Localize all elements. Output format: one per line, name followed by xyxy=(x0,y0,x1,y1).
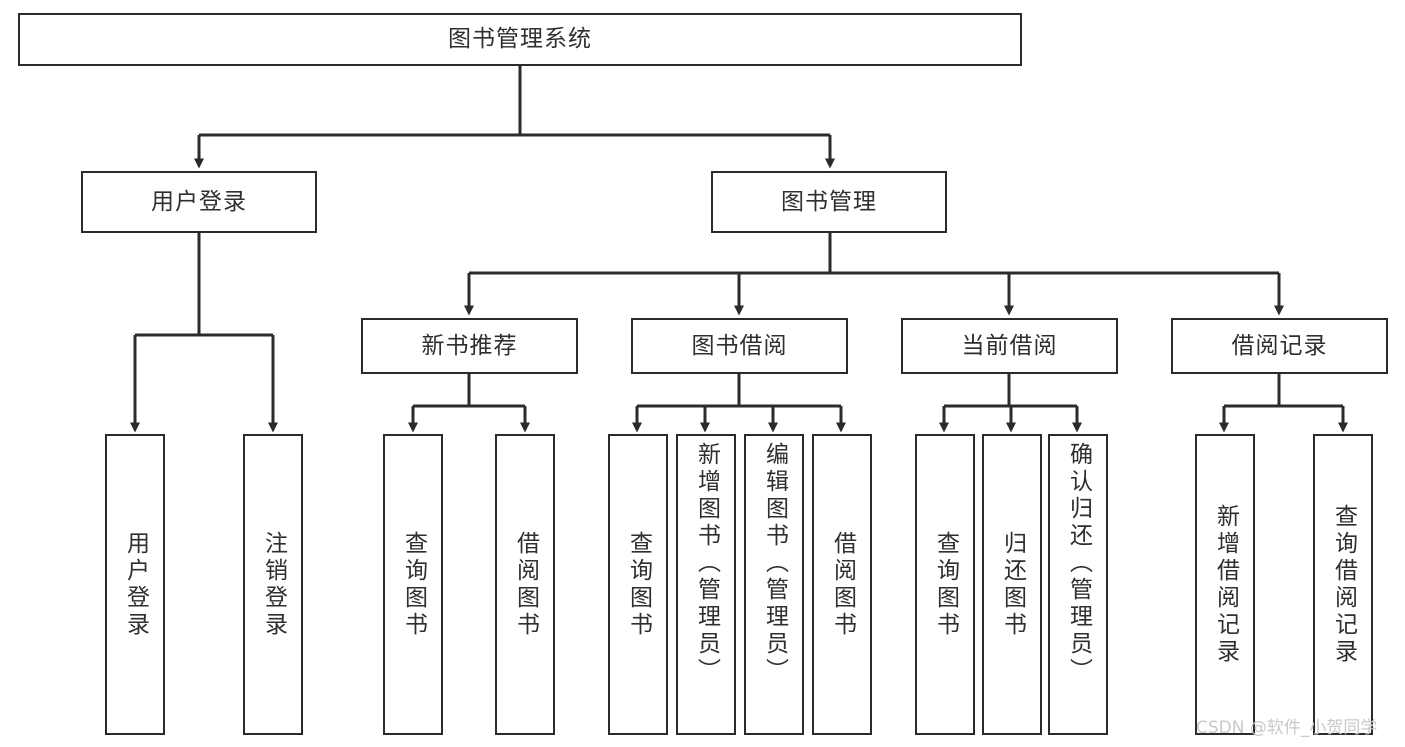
leaf-record-query-record[interactable]: 查询借阅记录 xyxy=(1313,434,1373,735)
node-book-management[interactable]: 图书管理 xyxy=(711,171,947,233)
node-label: 图书管理 xyxy=(781,188,877,215)
leaf-current-return-book[interactable]: 归还图书 xyxy=(982,434,1042,735)
node-label: 图书借阅 xyxy=(691,332,788,359)
leaf-user-login[interactable]: 用户登录 xyxy=(105,434,165,735)
node-label: 借阅图书 xyxy=(829,530,856,639)
node-label: 图书管理系统 xyxy=(448,26,592,53)
node-label: 编辑图书（管理员） xyxy=(761,442,788,685)
leaf-user-logout[interactable]: 注销登录 xyxy=(243,434,303,735)
leaf-borrow-edit-book-admin[interactable]: 编辑图书（管理员） xyxy=(744,434,804,735)
node-root-system[interactable]: 图书管理系统 xyxy=(18,13,1022,66)
node-label: 用户登录 xyxy=(151,188,247,215)
leaf-recommend-query-book[interactable]: 查询图书 xyxy=(383,434,443,735)
node-new-book-recommend[interactable]: 新书推荐 xyxy=(361,318,578,374)
node-label: 用户登录 xyxy=(122,530,149,639)
node-label: 查询借阅记录 xyxy=(1330,503,1357,666)
node-label: 查询图书 xyxy=(625,530,652,639)
node-current-borrow[interactable]: 当前借阅 xyxy=(901,318,1118,374)
leaf-record-add-record[interactable]: 新增借阅记录 xyxy=(1195,434,1255,735)
node-label: 查询图书 xyxy=(400,530,427,639)
leaf-borrow-borrow-book[interactable]: 借阅图书 xyxy=(812,434,872,735)
node-label: 新增图书（管理员） xyxy=(693,442,720,685)
leaf-borrow-query-book[interactable]: 查询图书 xyxy=(608,434,668,735)
node-label: 新增借阅记录 xyxy=(1212,503,1239,666)
leaf-current-confirm-return-admin[interactable]: 确认归还（管理员） xyxy=(1048,434,1108,735)
leaf-current-query-book[interactable]: 查询图书 xyxy=(915,434,975,735)
node-label: 确认归还（管理员） xyxy=(1065,442,1092,685)
leaf-recommend-borrow-book[interactable]: 借阅图书 xyxy=(495,434,555,735)
node-label: 借阅图书 xyxy=(512,530,539,639)
node-label: 归还图书 xyxy=(999,530,1026,639)
node-book-borrow[interactable]: 图书借阅 xyxy=(631,318,848,374)
node-user-login[interactable]: 用户登录 xyxy=(81,171,317,233)
node-borrow-record[interactable]: 借阅记录 xyxy=(1171,318,1388,374)
node-label: 新书推荐 xyxy=(421,332,518,359)
node-label: 查询图书 xyxy=(932,530,959,639)
csdn-watermark: CSDN @软件_小贺同学 xyxy=(1196,718,1378,738)
node-label: 当前借阅 xyxy=(961,332,1058,359)
node-label: 借阅记录 xyxy=(1231,332,1328,359)
node-label: 注销登录 xyxy=(260,530,287,639)
leaf-borrow-add-book-admin[interactable]: 新增图书（管理员） xyxy=(676,434,736,735)
